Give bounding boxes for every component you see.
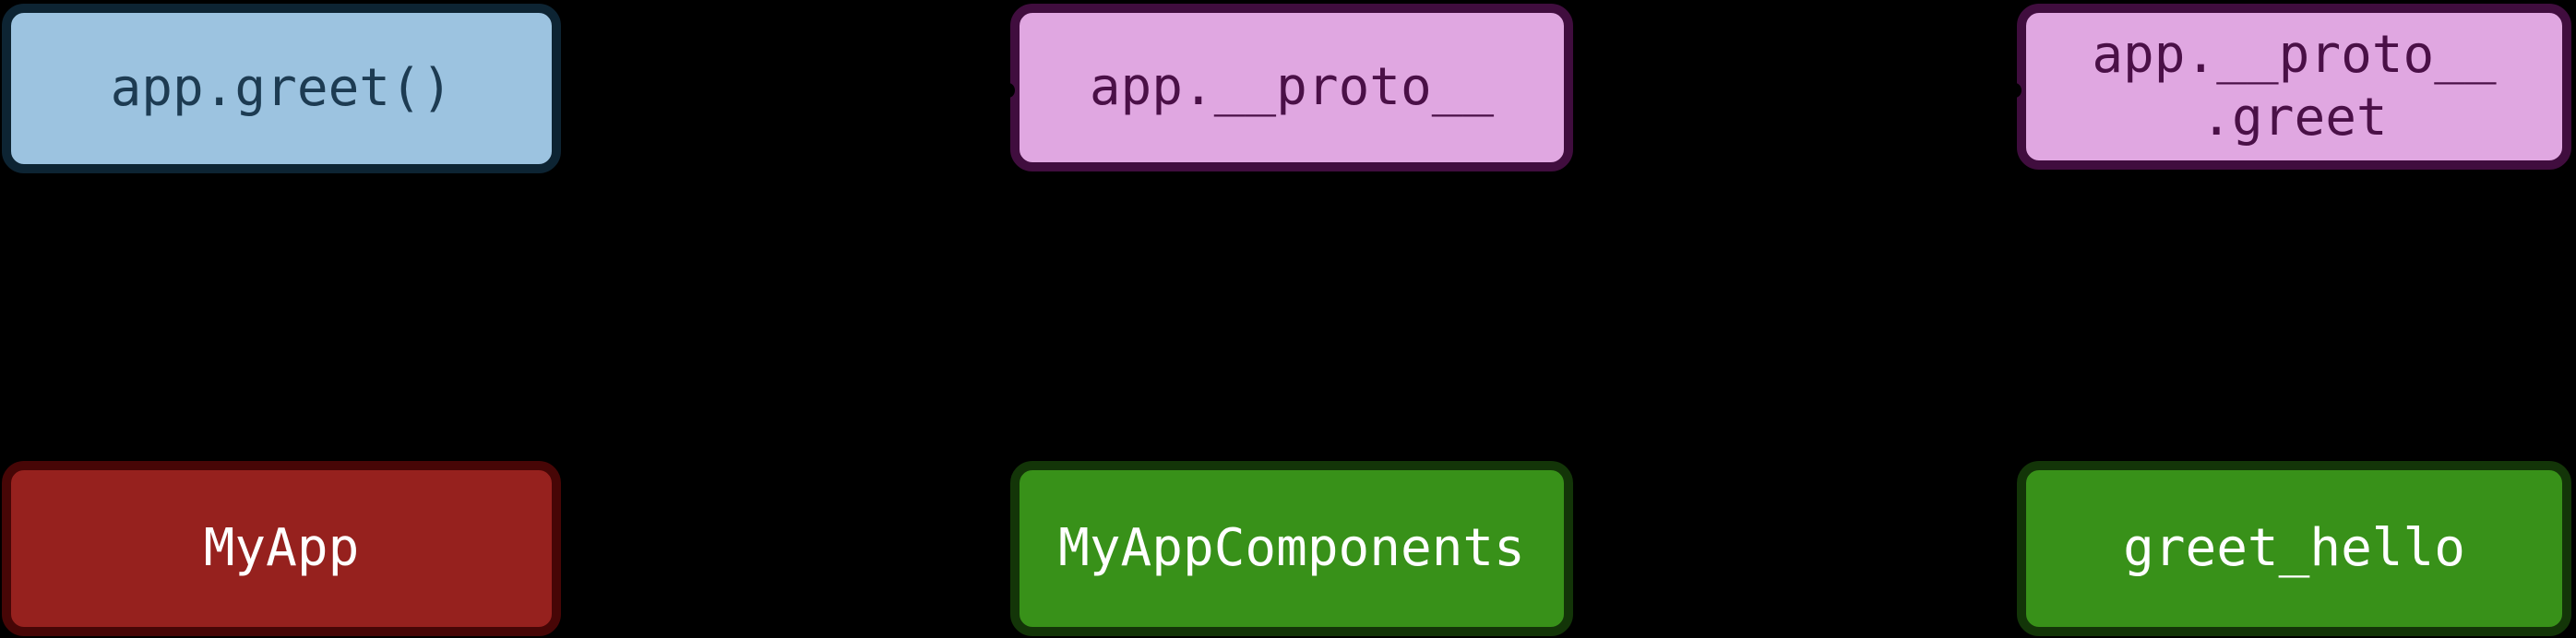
node-app-greet-call: app.greet() <box>2 4 561 173</box>
node-myappcomponents: MyAppComponents <box>1010 461 1573 636</box>
node-label: MyAppComponents <box>1058 517 1525 578</box>
node-app-proto-greet: app.__proto__ .greet <box>2017 4 2571 170</box>
arrowhead-icon <box>2009 83 2021 98</box>
node-greet-hello: greet_hello <box>2017 461 2571 636</box>
node-myapp: MyApp <box>2 461 561 636</box>
node-label: app.greet() <box>110 57 453 118</box>
node-label: greet_hello <box>2123 517 2465 578</box>
node-label: app.__proto__ <box>1089 56 1495 117</box>
node-label: MyApp <box>203 517 360 578</box>
node-label: app.__proto__ .greet <box>2092 24 2497 148</box>
node-app-proto: app.__proto__ <box>1010 4 1573 171</box>
arrowhead-icon <box>1002 83 1015 98</box>
